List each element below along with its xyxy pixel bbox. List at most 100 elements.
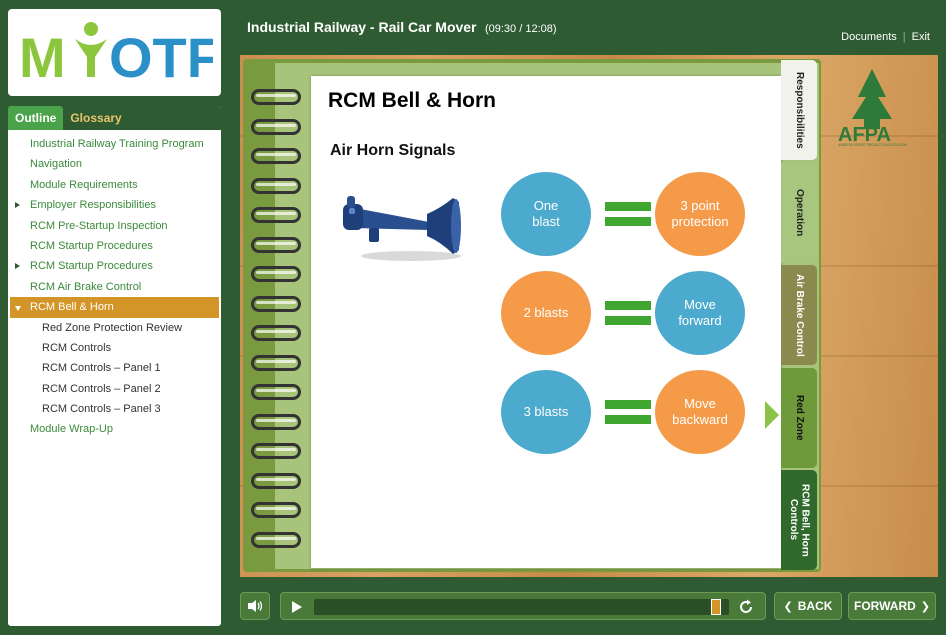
equals-icon xyxy=(605,400,651,430)
side-tab-label: Operation xyxy=(793,188,805,237)
progress-track[interactable] xyxy=(314,599,729,615)
binding-ring xyxy=(251,118,301,135)
binding-ring xyxy=(251,413,301,430)
svg-text:ALBERTA FOREST PRODUCTS ASSOCI: ALBERTA FOREST PRODUCTS ASSOCIATION xyxy=(838,143,908,147)
meaning-circle: 3 point protection xyxy=(655,172,745,256)
speaker-icon xyxy=(248,600,263,612)
section-subtitle: Air Horn Signals xyxy=(330,142,456,159)
outline-item[interactable]: Employer Responsibilities xyxy=(8,195,221,215)
forward-button-label: FORWARD xyxy=(854,599,916,613)
outline-item-label: Employer Responsibilities xyxy=(30,199,156,212)
caret-right-icon[interactable] xyxy=(15,202,20,209)
equals-icon xyxy=(605,202,651,232)
signal-circle: 2 blasts xyxy=(501,271,591,355)
play-icon xyxy=(292,601,302,613)
outline-item-label: Module Requirements xyxy=(30,178,138,191)
outline-item[interactable]: Navigation xyxy=(8,154,221,174)
outline-item[interactable]: Module Requirements xyxy=(8,175,221,195)
binding-ring xyxy=(251,236,301,253)
progress-fill xyxy=(314,599,721,615)
outline-item[interactable]: RCM Startup Procedures xyxy=(8,256,221,276)
meaning-label: 3 point protection xyxy=(671,197,729,229)
binding-ring xyxy=(251,531,301,548)
afpa-logo: AFPA ALBERTA FOREST PRODUCTS ASSOCIATION xyxy=(838,69,908,147)
outline-item[interactable]: RCM Bell & Horn xyxy=(10,297,219,318)
signal-label: 2 blasts xyxy=(523,304,569,320)
binding-ring xyxy=(251,443,301,459)
outline-sidebar: Outline Glossary Industrial Railway Trai… xyxy=(8,106,221,626)
outline-item-label: RCM Controls – Panel 3 xyxy=(42,403,161,416)
binding-ring xyxy=(251,177,301,194)
caret-down-icon[interactable] xyxy=(15,306,21,312)
signal-circle: 3 blasts xyxy=(501,370,591,454)
binding-ring xyxy=(251,148,301,164)
outline-item[interactable]: RCM Controls xyxy=(8,338,221,358)
side-tab-label: Red Zone xyxy=(793,394,805,441)
side-tab[interactable]: Operation xyxy=(781,162,817,263)
outline-item-label: RCM Startup Procedures xyxy=(30,260,153,273)
meaning-circle: Move forward xyxy=(655,271,745,355)
replay-icon xyxy=(740,599,752,613)
course-header: Industrial Railway - Rail Car Mover (09:… xyxy=(247,19,557,37)
myotf-logo-graphic: M OTF xyxy=(19,21,213,89)
tab-outline[interactable]: Outline xyxy=(8,106,64,130)
outline-item[interactable]: RCM Controls – Panel 2 xyxy=(8,379,221,399)
outline-item-label: Module Wrap-Up xyxy=(30,423,113,436)
outline-item[interactable]: Red Zone Protection Review xyxy=(8,318,221,338)
documents-link[interactable]: Documents xyxy=(841,31,897,43)
outline-item[interactable]: RCM Controls – Panel 3 xyxy=(8,399,221,419)
outline-item-label: Navigation xyxy=(30,158,82,171)
outline-item[interactable]: Industrial Railway Training Program xyxy=(8,134,221,154)
back-button-label: BACK xyxy=(797,599,833,613)
replay-button[interactable] xyxy=(737,598,755,616)
svg-text:AFPA: AFPA xyxy=(838,124,891,146)
binding-ring xyxy=(251,354,301,371)
side-tab[interactable]: Red Zone xyxy=(781,367,817,468)
outline-item[interactable]: RCM Air Brake Control xyxy=(8,277,221,297)
side-tab-label: RCM Bell, Horn Controls xyxy=(788,483,811,557)
binding-ring xyxy=(251,472,301,489)
play-button[interactable] xyxy=(290,599,304,615)
outline-item-label: RCM Pre-Startup Inspection xyxy=(30,219,168,232)
side-tab[interactable]: Air Brake Control xyxy=(781,265,817,365)
side-tab-label: Responsibilities xyxy=(793,71,805,149)
course-timer: (09:30 / 12:08) xyxy=(484,23,557,35)
outline-item-label: RCM Startup Procedures xyxy=(30,239,153,252)
tab-glossary[interactable]: Glossary xyxy=(70,111,122,125)
forward-button[interactable]: FORWARD ❯ xyxy=(848,592,936,620)
meaning-label: Move forward xyxy=(678,296,722,328)
outline-item-label: RCM Bell & Horn xyxy=(30,301,114,314)
equals-icon xyxy=(605,301,651,331)
outline-item[interactable]: RCM Startup Procedures xyxy=(8,236,221,256)
chevron-left-icon: ❮ xyxy=(783,600,793,613)
player-bar xyxy=(280,592,766,620)
exit-link[interactable]: Exit xyxy=(911,31,930,43)
outline-item[interactable]: RCM Pre-Startup Inspection xyxy=(8,216,221,236)
svg-text:M: M xyxy=(19,26,66,89)
link-separator: | xyxy=(902,31,906,43)
outline-item-label: RCM Controls xyxy=(42,341,112,354)
air-horn-image xyxy=(343,196,461,261)
header-links: Documents | Exit xyxy=(841,31,930,43)
binding-ring xyxy=(251,295,301,312)
caret-right-icon[interactable] xyxy=(15,263,20,270)
signal-label: One blast xyxy=(532,197,560,229)
side-tab-label: Air Brake Control xyxy=(793,273,805,357)
binding-ring xyxy=(251,266,301,282)
outline-item-label: RCM Air Brake Control xyxy=(30,280,142,293)
side-tab[interactable]: Responsibilities xyxy=(781,60,817,160)
outline-item[interactable]: RCM Controls – Panel 1 xyxy=(8,358,221,378)
outline-item-label: Red Zone Protection Review xyxy=(42,321,183,334)
volume-button[interactable] xyxy=(240,592,270,620)
lesson-stage: RCM Bell & Horn Air Horn Signals One bla… xyxy=(240,55,938,577)
next-page-arrow-icon[interactable] xyxy=(765,401,779,429)
progress-handle[interactable] xyxy=(710,599,721,615)
outline-item[interactable]: Module Wrap-Up xyxy=(8,419,221,439)
side-tab[interactable]: RCM Bell, Horn Controls xyxy=(781,470,817,570)
outline-item-label: RCM Controls – Panel 2 xyxy=(42,382,161,395)
binding-ring xyxy=(251,207,301,223)
lesson-page: RCM Bell & Horn Air Horn Signals One bla… xyxy=(311,76,781,568)
back-button[interactable]: ❮ BACK xyxy=(774,592,842,620)
signal-label: 3 blasts xyxy=(523,403,569,419)
